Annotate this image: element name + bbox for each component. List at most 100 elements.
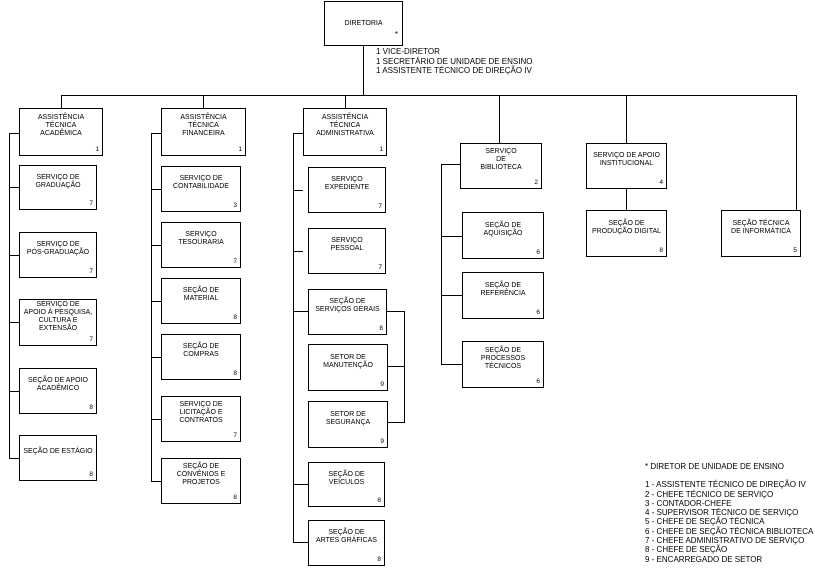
node-label: ASSISTÊNCIA TÉCNICA ADMINISTRATIVA <box>316 114 374 137</box>
node-label: SERVIÇO DE LICITAÇÃO E CONTRATOS <box>179 401 223 424</box>
connector-line <box>626 188 627 210</box>
node-label: ASSISTÊNCIA TÉCNICA ACADÊMICA <box>37 114 85 137</box>
node-servico-licitacao: SERVIÇO DE LICITAÇÃO E CONTRATOS 7 <box>161 396 241 442</box>
node-label: SERVIÇO DE APOIO INSTITUCIONAL <box>593 152 660 167</box>
node-label: SERVIÇO PESSOAL <box>330 237 364 252</box>
node-number: 1 <box>95 146 99 153</box>
node-number: 7 <box>89 336 93 343</box>
legend-item: 8 - CHEFE DE SEÇÃO <box>645 545 728 555</box>
node-label: SEÇÃO DE AQUISIÇÃO <box>483 221 523 237</box>
node-secao-veiculos: SEÇÃO DE VEÍCULOS 8 <box>308 462 385 507</box>
connector-line <box>441 295 462 296</box>
legend-item: 5 - CHEFE DE SEÇÃO TÉCNICA <box>645 517 765 527</box>
node-servico-biblioteca: SERVIÇO DE BIBLIOTECA 2 <box>460 143 542 189</box>
connector-line <box>441 236 462 237</box>
connector-line <box>388 422 405 423</box>
node-secao-informatica: SEÇÃO TÉCNICA DE INFORMÁTICA 5 <box>721 210 801 257</box>
connector-line <box>61 95 797 96</box>
node-label: SERVIÇO DE BIBLIOTECA <box>480 148 522 171</box>
node-servico-apoio-institucional: SERVIÇO DE APOIO INSTITUCIONAL 4 <box>586 143 667 189</box>
connector-line <box>626 95 627 143</box>
node-servico-contabilidade: SERVIÇO DE CONTABILIDADE 3 <box>161 166 241 212</box>
node-label: ASSISTÊNCIA TÉCNICA FINANCEIRA <box>180 114 227 137</box>
legend-item: 2 - CHEFE TÉCNICO DE SERVIÇO <box>645 489 774 499</box>
connector-line <box>9 391 19 392</box>
connector-line <box>499 95 500 143</box>
legend-item: 7 - CHEFE ADMINISTRATIVO DE SERVIÇO <box>645 536 805 546</box>
legend-item: 1 - ASSISTENTE TÉCNICO DE DIREÇÃO IV <box>645 480 806 490</box>
node-assistencia-administrativa: ASSISTÊNCIA TÉCNICA ADMINISTRATIVA 1 <box>303 108 387 156</box>
direction-staff-notes: 1 VICE-DIRETOR 1 SECRETÁRIO DE UNIDADE D… <box>376 47 532 76</box>
connector-line <box>404 311 405 423</box>
node-number: 7 <box>89 200 93 207</box>
node-number: 1 <box>379 146 383 153</box>
node-number: 8 <box>89 404 93 411</box>
node-number: 8 <box>233 370 237 377</box>
connector-line <box>151 133 152 481</box>
node-servico-pessoal: SERVIÇO PESSOAL 7 <box>308 228 386 274</box>
node-servico-expediente: SERVIÇO EXPEDIENTE 7 <box>308 167 386 213</box>
connector-line <box>9 133 19 134</box>
connector-line <box>388 366 405 367</box>
connector-line <box>203 95 204 108</box>
node-number: 3 <box>233 202 237 209</box>
connector-line <box>293 484 308 485</box>
node-number: 7 <box>378 203 382 210</box>
node-label: SEÇÃO DE APOIO ACADÊMICO <box>28 377 88 392</box>
node-label: SERVIÇO TESOURARIA <box>178 231 224 246</box>
node-secao-referencia: SEÇÃO DE REFERÊNCIA 6 <box>462 272 544 319</box>
node-number: 7 <box>233 258 237 265</box>
connector-line <box>293 190 303 191</box>
node-number: 8 <box>233 314 237 321</box>
node-label: SEÇÃO DE SERVIÇOS GERAIS <box>315 298 380 313</box>
connector-line <box>441 164 460 165</box>
connector-line <box>387 311 405 312</box>
node-secao-aquisicao: SEÇÃO DE AQUISIÇÃO 6 <box>462 212 544 259</box>
node-label: SEÇÃO DE ARTES GRÁFICAS <box>316 529 377 544</box>
legend-item: 3 - CONTADOR-CHEFE <box>645 498 732 508</box>
node-label: SETOR DE SEGURANÇA <box>325 410 371 426</box>
node-number: 9 <box>380 381 384 388</box>
node-label: SERVIÇO DE PÓS-GRADUAÇÃO <box>26 241 90 256</box>
connector-line <box>293 133 294 542</box>
node-label: SETOR DE MANUTENÇÃO <box>323 353 373 369</box>
connector-line <box>151 481 161 482</box>
node-setor-manutencao: SETOR DE MANUTENÇÃO 9 <box>308 344 388 391</box>
note-line: 1 SECRETÁRIO DE UNIDADE DE ENSINO <box>376 56 533 66</box>
legend: * DIRETOR DE UNIDADE DE ENSINO 1 - ASSIS… <box>645 462 813 564</box>
connector-line <box>151 419 161 420</box>
connector-line <box>9 322 19 323</box>
node-number: 8 <box>377 497 381 504</box>
node-setor-seguranca: SETOR DE SEGURANÇA 9 <box>308 401 388 448</box>
node-number: 2 <box>534 179 538 186</box>
connector-line <box>345 95 346 108</box>
legend-item: 4 - SUPERVISOR TÉCNICO DE SERVIÇO <box>645 508 799 518</box>
node-number: 8 <box>233 494 237 501</box>
node-star: * <box>394 30 398 39</box>
node-number: 5 <box>793 247 797 254</box>
connector-line <box>293 542 308 543</box>
node-number: 8 <box>89 471 93 478</box>
node-label: SEÇÃO DE PRODUÇÃO DIGITAL <box>591 219 662 235</box>
connector-line <box>293 311 308 312</box>
node-number: 6 <box>536 378 540 385</box>
node-secao-processos-tecnicos: SEÇÃO DE PROCESSOS TÉCNICOS 6 <box>462 341 544 388</box>
connector-line <box>151 189 161 190</box>
node-number: 8 <box>377 556 381 563</box>
node-secao-convenios: SEÇÃO DE CONVÊNIOS E PROJETOS 8 <box>161 458 241 504</box>
connector-line <box>441 364 462 365</box>
node-label: SERVIÇO EXPEDIENTE <box>324 176 370 191</box>
node-label: SEÇÃO DE REFERÊNCIA <box>480 281 526 297</box>
node-assistencia-academica: ASSISTÊNCIA TÉCNICA ACADÊMICA 1 <box>19 108 103 156</box>
node-label: SERVIÇO DE GRADUAÇÃO <box>35 173 81 189</box>
node-number: 8 <box>379 325 383 332</box>
connector-line <box>293 251 303 252</box>
node-assistencia-financeira: ASSISTÊNCIA TÉCNICA FINANCEIRA 1 <box>161 108 246 156</box>
node-label: SERVIÇO DE CONTABILIDADE <box>173 175 229 190</box>
node-number: 6 <box>536 309 540 316</box>
node-label: SERVIÇO DE APOIO À PESQUISA, CULTURA E E… <box>23 300 93 332</box>
node-number: 1 <box>238 146 242 153</box>
node-label: SEÇÃO TÉCNICA DE INFORMÁTICA <box>731 219 791 235</box>
node-diretoria: DIRETORIA * <box>324 1 403 46</box>
